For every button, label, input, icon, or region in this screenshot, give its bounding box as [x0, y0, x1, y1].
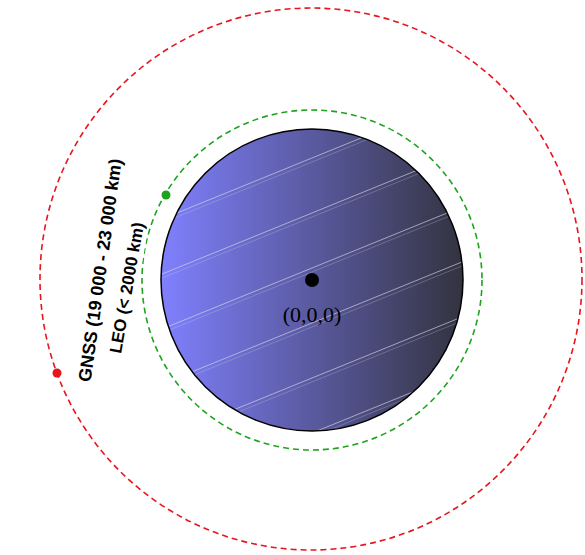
gnss-satellite [53, 369, 62, 378]
leo-satellite [162, 191, 171, 200]
earth-outline [161, 129, 463, 431]
origin-coordinates: (0,0,0) [160, 302, 464, 328]
earth-stripes [160, 128, 464, 432]
earth-shape [160, 128, 464, 432]
origin-dot [305, 273, 319, 287]
gnss-orbit [40, 8, 582, 550]
earth-globe: (0,0,0) [160, 128, 464, 432]
leo-orbit [142, 110, 482, 450]
